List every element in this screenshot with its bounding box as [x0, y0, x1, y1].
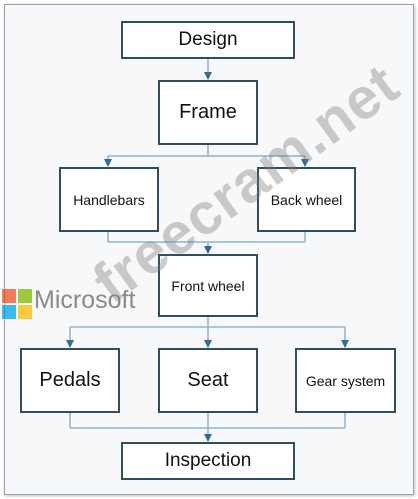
node-seat: Seat	[158, 348, 258, 413]
logo-square-blue	[2, 305, 16, 319]
logo-square-green	[18, 289, 32, 303]
microsoft-logo-text: Microsoft	[34, 286, 136, 314]
node-front-wheel: Front wheel	[158, 254, 258, 317]
microsoft-logo-icon	[2, 289, 32, 319]
logo-square-red	[2, 289, 16, 303]
node-design: Design	[121, 21, 295, 59]
node-gear-system: Gear system	[295, 348, 396, 413]
logo-square-yellow	[18, 305, 32, 319]
node-pedals: Pedals	[20, 348, 120, 413]
node-frame: Frame	[158, 80, 258, 145]
node-back-wheel: Back wheel	[257, 167, 356, 232]
node-handlebars: Handlebars	[59, 167, 159, 232]
node-inspection: Inspection	[121, 442, 295, 480]
